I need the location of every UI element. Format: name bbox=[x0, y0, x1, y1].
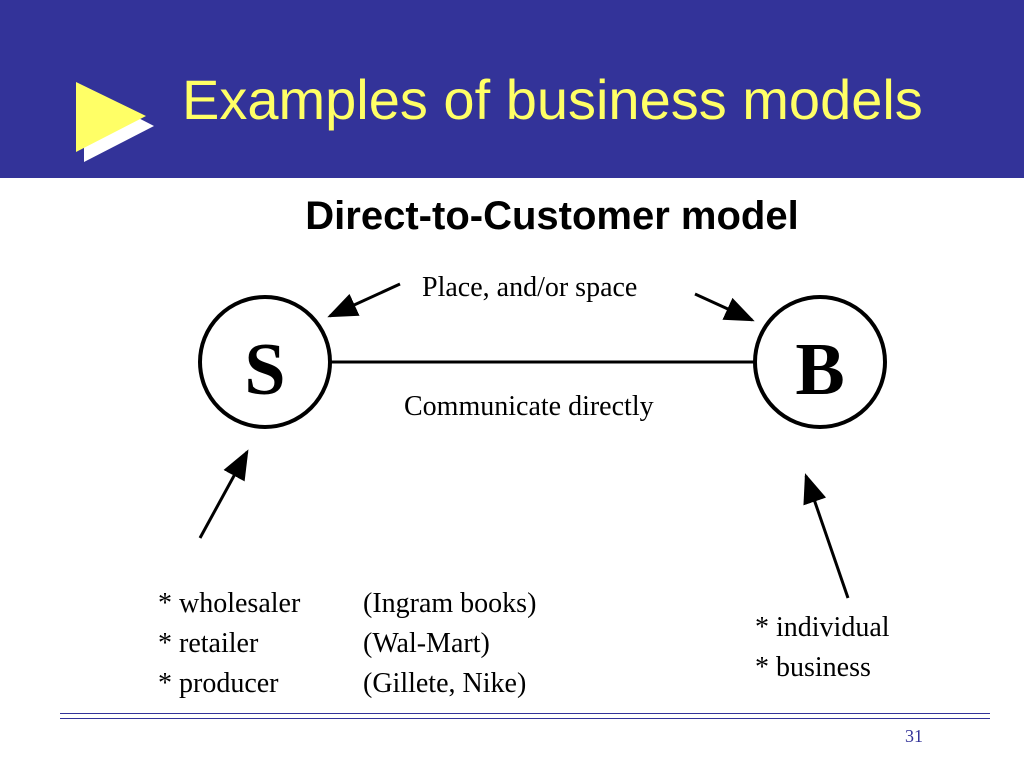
list-item: * individual bbox=[755, 612, 890, 643]
slide-title: Examples of business models bbox=[182, 68, 923, 131]
list-item: * business bbox=[755, 652, 871, 683]
list-item: (Gillete, Nike) bbox=[363, 668, 527, 699]
link-label: Communicate directly bbox=[404, 391, 654, 422]
play-triangle-icon bbox=[76, 82, 154, 162]
footer-rule-top bbox=[60, 713, 990, 714]
list-item: (Ingram books) bbox=[363, 588, 537, 619]
list-item: * retailer bbox=[158, 628, 259, 659]
diagram-subtitle: Direct-to-Customer model bbox=[305, 194, 799, 238]
page-number: 31 bbox=[905, 726, 923, 746]
footer-rule-bottom bbox=[60, 718, 990, 719]
slide-header bbox=[0, 0, 1024, 178]
buyer-node-label: B bbox=[795, 329, 845, 411]
buyer-types-arrow bbox=[803, 473, 850, 599]
list-item: (Wal-Mart) bbox=[363, 628, 490, 659]
place-arrow-to-buyer bbox=[694, 292, 755, 322]
place-label: Place, and/or space bbox=[422, 272, 638, 303]
buyer-types-list: * individual * business bbox=[755, 608, 890, 688]
place-arrow-to-seller bbox=[327, 282, 401, 318]
seller-examples-list: (Ingram books) (Wal-Mart) (Gillete, Nike… bbox=[363, 584, 536, 704]
list-item: * wholesaler bbox=[158, 588, 301, 619]
seller-types-arrow bbox=[198, 449, 249, 539]
list-item: * producer bbox=[158, 668, 279, 699]
seller-types-list: * wholesaler * retailer * producer bbox=[158, 584, 300, 704]
seller-node-label: S bbox=[244, 329, 286, 411]
